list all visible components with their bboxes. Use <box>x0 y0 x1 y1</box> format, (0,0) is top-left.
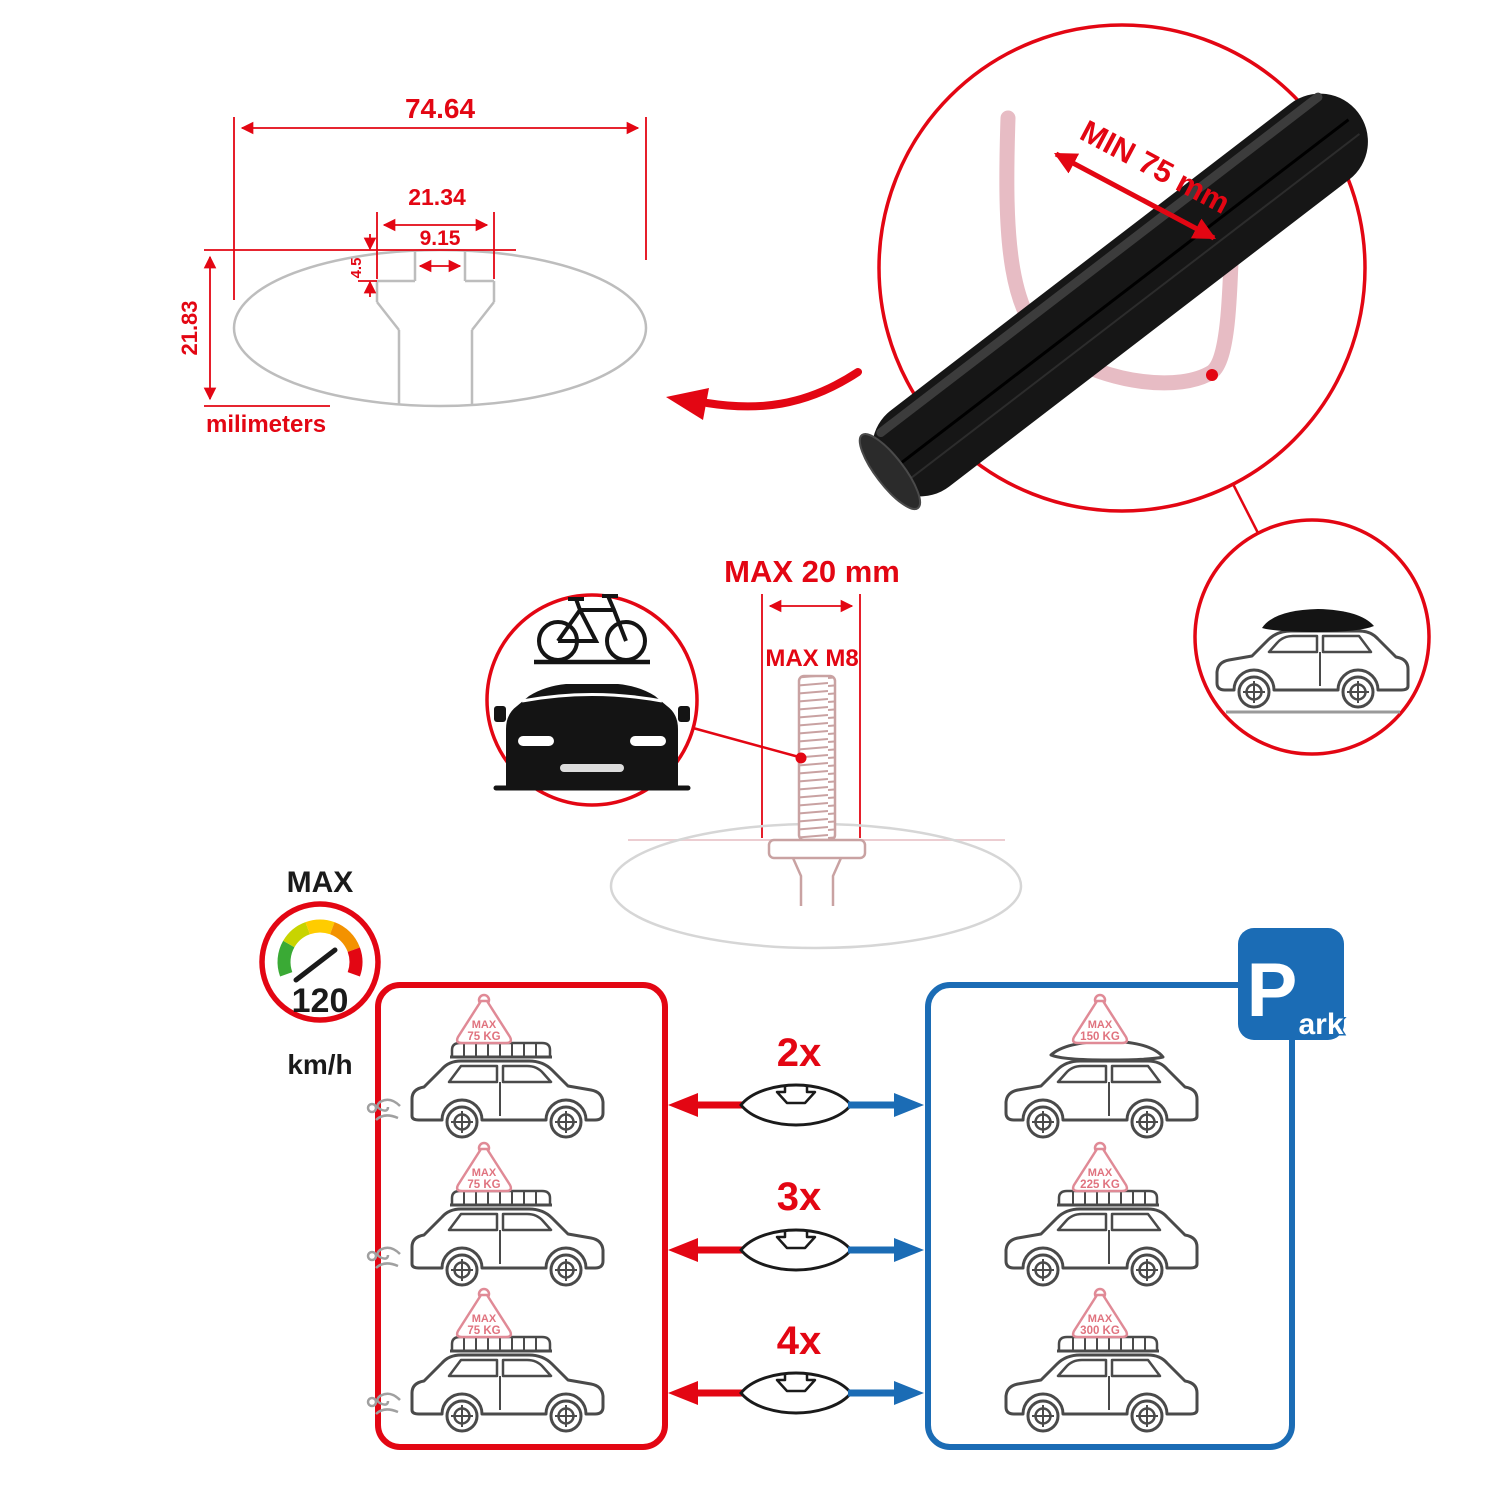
driving-panel: MAX 75 KG MAX 75 KG MAX 75 KG <box>366 982 668 1450</box>
roofbox-car-circle <box>1193 518 1431 756</box>
tag-load: 150 KG <box>1080 1031 1120 1043</box>
park-sign-ark: ark <box>1298 1008 1343 1041</box>
dim-total-width-label: 74.64 <box>405 93 475 124</box>
speed-limit-gauge: MAX 120 km/h <box>259 866 381 1080</box>
circle-connector-line <box>1231 483 1260 534</box>
right-arrowhead-icon <box>894 1238 924 1262</box>
left-arrowhead-icon <box>668 1093 698 1117</box>
max-width-label: MAX 20 mm <box>724 554 900 589</box>
cross-section-drawing: 74.64 21.34 9.15 4.5 21.83 milimeters <box>177 93 648 438</box>
gauge-arc <box>277 919 363 977</box>
count-label: 4x <box>777 1319 822 1363</box>
dimension-lines: 74.64 21.34 9.15 4.5 21.83 milimeters <box>177 93 647 438</box>
t-slot-profile <box>375 250 496 404</box>
driving-car-row: MAX 75 KG <box>366 993 603 1137</box>
tag-title: MAX <box>472 1167 497 1179</box>
roof-cargo-box <box>1262 609 1374 632</box>
dim-lip-depth-label: 4.5 <box>348 258 365 279</box>
parking-car-row: MAX 225 KG <box>1006 1141 1197 1285</box>
park-sign: P ark <box>1238 928 1345 1043</box>
section-pointer-arrow <box>666 368 862 420</box>
count-label: 2x <box>777 1031 822 1075</box>
clamp-point-dot <box>1206 369 1218 381</box>
bolt-flange <box>767 838 867 860</box>
tag-title: MAX <box>472 1313 497 1325</box>
car-front-illustration <box>494 684 690 786</box>
left-arrowhead-icon <box>668 1381 698 1405</box>
tag-title: MAX <box>1088 1313 1113 1325</box>
bolt-diagram: MAX 20 mm MAX M8 <box>609 554 1023 950</box>
bar-end-cap <box>858 433 922 511</box>
park-sign-square <box>1238 928 1344 1040</box>
driving-panel-box <box>375 982 668 1450</box>
tag-load: 300 KG <box>1080 1325 1120 1337</box>
dim-total-height-label: 21.83 <box>177 300 202 355</box>
count-row: 4x <box>668 1319 924 1415</box>
left-arrowhead-icon <box>668 1238 698 1262</box>
count-row: 2x <box>668 1031 924 1127</box>
speed-value: 120 <box>292 982 349 1020</box>
count-label: 3x <box>777 1175 822 1219</box>
dim-slot-width-label: 9.15 <box>420 227 461 250</box>
tag-title: MAX <box>1088 1167 1113 1179</box>
driving-car-row: MAX 75 KG <box>366 1287 603 1431</box>
u-bolt-clamp <box>999 110 1240 391</box>
driving-car-row: MAX 75 KG <box>366 1141 603 1285</box>
park-sign-p: P <box>1247 948 1298 1033</box>
bolt-leader-line <box>692 726 800 759</box>
parking-car-row: MAX 150 KG <box>1006 993 1197 1137</box>
tag-title: MAX <box>1088 1019 1113 1031</box>
crossbar-detail-circle: MIN 75 mm <box>858 23 1368 513</box>
parking-car-row: MAX 300 KG <box>1006 1287 1197 1431</box>
parking-panel-box <box>925 982 1295 1450</box>
bike-car-circle <box>485 593 699 807</box>
bolt-point-dot <box>795 752 807 764</box>
tag-load: 225 KG <box>1080 1179 1120 1191</box>
tag-load: 75 KG <box>467 1325 500 1337</box>
parking-panel: MAX 150 KG MAX 225 KG MAX 300 KG P ark <box>925 928 1345 1450</box>
tag-load: 75 KG <box>467 1031 500 1043</box>
speed-units: km/h <box>287 1049 352 1080</box>
right-arrowhead-icon <box>894 1093 924 1117</box>
crossbar-count-rows: 2x 3x 4x <box>668 1031 924 1415</box>
units-label: milimeters <box>206 411 326 438</box>
right-arrowhead-icon <box>894 1381 924 1405</box>
max-thread-label: MAX M8 <box>765 645 858 672</box>
count-row: 3x <box>668 1175 924 1272</box>
dim-cavity-width-label: 21.34 <box>408 184 466 210</box>
bolt-neck <box>791 857 843 906</box>
tag-title: MAX <box>472 1019 497 1031</box>
gauge-needle <box>293 947 338 983</box>
speed-max-label: MAX <box>287 866 354 899</box>
tag-load: 75 KG <box>467 1179 500 1191</box>
t-bolt <box>767 674 867 906</box>
